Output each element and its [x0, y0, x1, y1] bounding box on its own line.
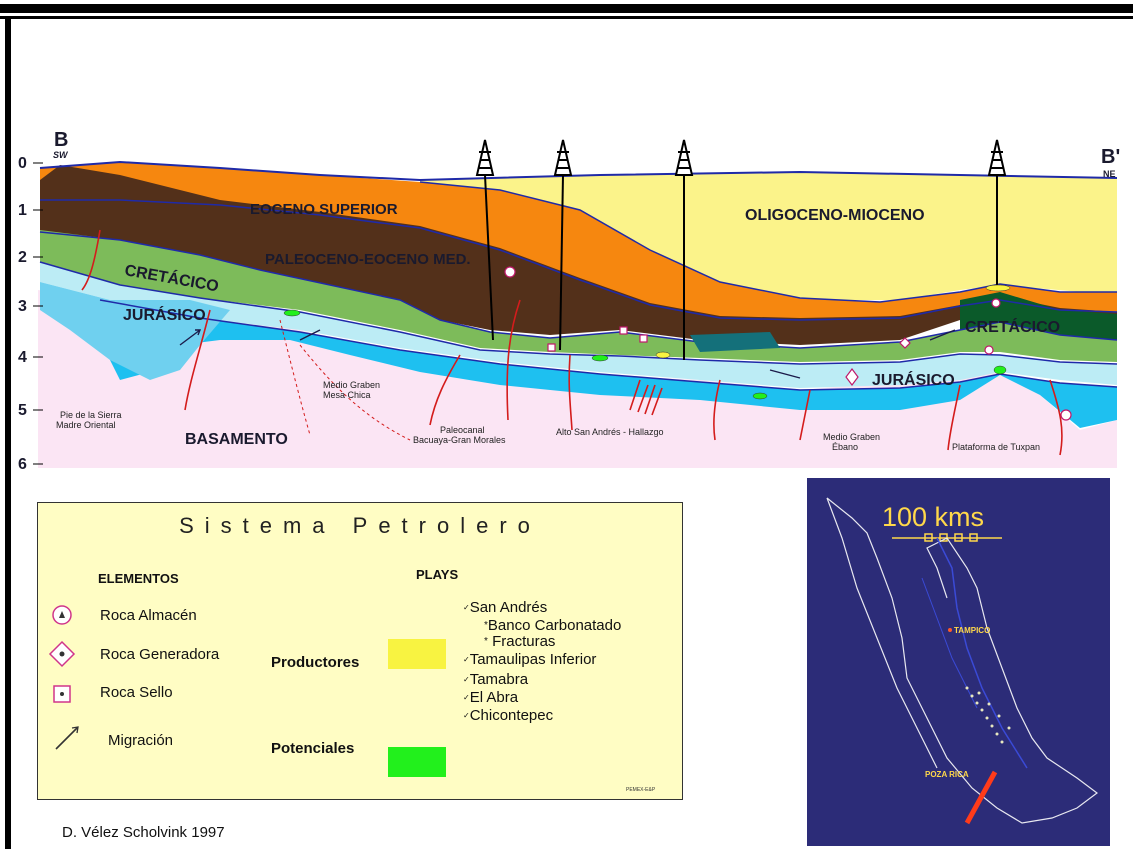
roca-generadora-symbols	[845, 337, 911, 386]
left-border	[5, 19, 11, 849]
author-credit: D. Vélez Scholvink 1997	[62, 824, 225, 841]
struct-medio-graben-1: Medio Graben	[323, 380, 380, 390]
depth-tick-3: 3	[18, 298, 27, 315]
play-item: * Fracturas	[484, 633, 556, 650]
map-city-tampico: TAMPICO	[954, 626, 991, 635]
play-item: ✓Tamabra	[463, 671, 529, 688]
play-item: *Banco Carbonatado	[484, 617, 622, 634]
diamond-dot-icon	[48, 640, 76, 668]
roca-almacen-symbols	[504, 266, 1072, 421]
struct-mg-ebano-1: Medio Graben	[823, 432, 880, 442]
label-jurasico-right: JURÁSICO	[872, 370, 955, 389]
endpoint-b-prime-dir: NE	[1103, 169, 1116, 179]
play-item: ✓Tamaulipas Inferior	[463, 651, 597, 668]
label-basamento: BASAMENTO	[185, 431, 288, 448]
legend-credit: PEMEX-E&P	[626, 787, 656, 793]
roca-sello-symbols	[547, 326, 648, 352]
play-item: ✓El Abra	[463, 689, 519, 706]
legend-migracion: Migración	[108, 732, 174, 749]
section-line-marker	[964, 770, 998, 825]
depth-tick-2: 2	[18, 249, 27, 266]
endpoint-b-dir: SW	[53, 150, 69, 160]
circle-triangle-icon	[52, 605, 72, 625]
depth-tick-5: 5	[18, 402, 27, 419]
label-jurasico-left: JURÁSICO	[123, 305, 206, 324]
depth-tick-4: 4	[18, 349, 27, 366]
map-city-poza-rica: POZA RICA	[925, 770, 969, 779]
legend-roca-sello: Roca Sello	[100, 684, 173, 701]
struct-plataforma: Plataforma de Tuxpan	[952, 442, 1040, 452]
well-3	[674, 139, 694, 360]
unit-jurasico-lens	[40, 282, 230, 380]
legend-title: Sistema Petrolero	[179, 513, 541, 538]
top-border-thin	[0, 16, 1133, 19]
top-border-thick	[0, 4, 1133, 13]
migration-arrow-icon	[55, 726, 79, 750]
legend-panel: Sistema Petrolero ELEMENTOS PLAYS Roca A…	[37, 502, 683, 800]
struct-mg-ebano-2: Ébano	[832, 442, 858, 452]
plays-heading: PLAYS	[416, 567, 459, 582]
unit-paleoceno-eoceno	[40, 165, 1117, 345]
potenciales-swatch	[388, 747, 446, 777]
well-2	[553, 139, 573, 351]
well-1	[475, 139, 495, 341]
struct-paleocanal-1: Paleocanal	[440, 425, 485, 435]
productores-swatch	[388, 639, 446, 669]
map-outline	[826, 497, 1098, 825]
play-item: ✓Chicontepec	[463, 707, 554, 724]
endpoint-b-prime: B'	[1101, 146, 1120, 168]
depth-axis	[33, 162, 43, 465]
depth-tick-6: 6	[18, 456, 27, 473]
label-cretacico-right: CRETÁCICO	[965, 317, 1060, 336]
location-map: 100 kms TAMPICO POZA RICA	[807, 478, 1110, 846]
unit-eoceno-superior	[40, 162, 1117, 320]
struct-paleocanal-2: Bacuaya-Gran Morales	[413, 435, 506, 445]
endpoint-b: B	[54, 129, 68, 151]
legend-roca-almacen: Roca Almacén	[100, 607, 197, 624]
legend-roca-generadora: Roca Generadora	[100, 646, 220, 663]
map-scale-label: 100 kms	[882, 502, 985, 532]
play-item: ✓San Andrés	[463, 599, 548, 616]
productores-label: Productores	[271, 654, 360, 671]
struct-alto-san-andres: Alto San Andrés - Hallazgo	[556, 427, 664, 437]
depth-tick-1: 1	[18, 202, 27, 219]
struct-medio-graben-2: Mesa Chica	[323, 390, 371, 400]
label-eoceno-superior: EOCENO SUPERIOR	[250, 201, 398, 218]
unit-jurasico-blue	[100, 300, 1117, 428]
elements-heading: ELEMENTOS	[98, 571, 179, 586]
geologic-cross-section: 0 1 2 3 4 5 6 B SW B' NE EOCENO SUPERIOR…	[18, 129, 1120, 473]
square-dot-icon	[53, 685, 71, 703]
label-paleoceno-eoceno: PALEOCENO-EOCENO MED.	[265, 251, 471, 268]
well-4	[987, 139, 1007, 285]
struct-pie-sierra-1: Pie de la Sierra	[60, 410, 122, 420]
potenciales-label: Potenciales	[271, 740, 355, 757]
depth-tick-0: 0	[18, 155, 27, 172]
label-oligoceno-mioceno: OLIGOCENO-MIOCENO	[745, 207, 925, 224]
unit-jurasico	[40, 262, 1117, 388]
struct-pie-sierra-2: Madre Oriental	[56, 420, 116, 430]
